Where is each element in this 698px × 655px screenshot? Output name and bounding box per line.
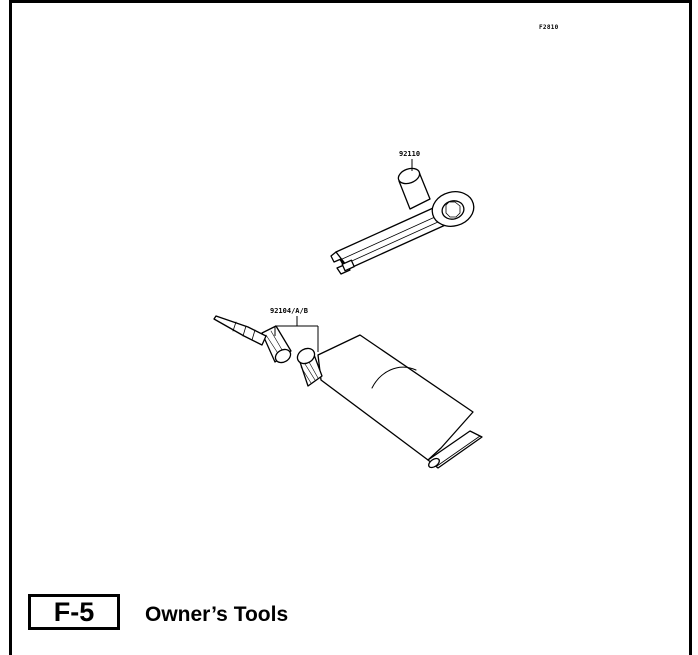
part-number-92104: 92104/A/B	[270, 307, 308, 315]
section-number: F-5	[53, 596, 95, 627]
figure-code: F2810	[539, 24, 559, 31]
section-title: Owner’s Tools	[145, 603, 289, 626]
page-frame	[9, 0, 692, 655]
part-number-92110: 92110	[399, 150, 420, 158]
grease-tube-icon	[213, 315, 483, 469]
part-leader-bracket	[274, 316, 319, 352]
spanner-wrench-icon	[330, 167, 475, 275]
section-number-box: F-5	[28, 594, 120, 630]
